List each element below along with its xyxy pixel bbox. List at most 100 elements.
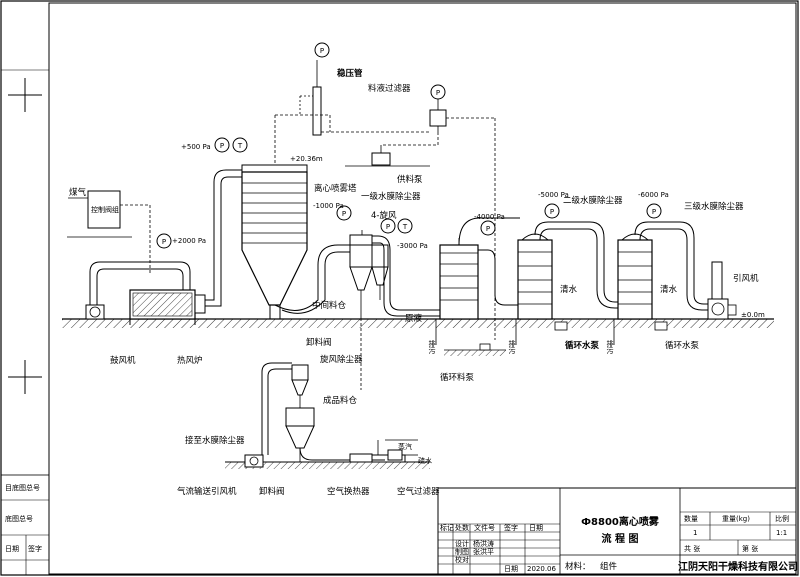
instrument-p-furnace: P bbox=[156, 233, 172, 249]
design-label: 设计 bbox=[455, 539, 469, 548]
cyclone-4 bbox=[349, 230, 389, 318]
pneumatic-fan bbox=[244, 454, 264, 468]
instrument-p-tower-outlet: P bbox=[336, 205, 352, 221]
svg-text:P: P bbox=[162, 238, 166, 246]
air-filter-label: 空气过滤器 bbox=[397, 486, 440, 497]
svg-text:T: T bbox=[402, 223, 408, 231]
strip-label-3: 日期 bbox=[5, 545, 19, 553]
cyclone-dust-label: 旋风除尘器 bbox=[320, 354, 363, 365]
cyclone-outlet-duct bbox=[372, 235, 440, 317]
sheets-total: 共 张 bbox=[684, 544, 700, 553]
col-mark: 标记 bbox=[440, 523, 454, 532]
title-block bbox=[437, 487, 797, 575]
hot-air-duct bbox=[89, 169, 242, 310]
instrument-p-tower-inlet: P bbox=[214, 137, 230, 153]
secondary-scrubber bbox=[517, 233, 553, 320]
svg-text:P: P bbox=[486, 225, 490, 233]
weight-label: 重量(kg) bbox=[722, 515, 750, 523]
cyclone4-label: 4-旋风 bbox=[371, 210, 397, 221]
air-heat-exchanger bbox=[349, 453, 373, 463]
material-label: 材料： bbox=[565, 561, 591, 572]
value-m6000: -6000 Pa bbox=[638, 191, 669, 199]
product-bin-label: 成品料仓 bbox=[323, 395, 358, 406]
svg-text:P: P bbox=[652, 208, 656, 216]
svg-text:P: P bbox=[342, 210, 346, 218]
instrument-p-scrubber2: P bbox=[544, 203, 560, 219]
col-date: 日期 bbox=[529, 524, 543, 532]
value-2000: +2000 Pa bbox=[172, 237, 206, 245]
strip-label-1: 目底图总号 bbox=[5, 483, 40, 492]
value-m4000: -4000 Pa bbox=[474, 213, 505, 221]
drain-labels: 排污 排污 排污 bbox=[428, 339, 614, 355]
svg-text:P: P bbox=[220, 142, 224, 150]
designer-name: 杨洪涛 bbox=[473, 539, 494, 548]
air-heat-exchanger-label: 空气换热器 bbox=[327, 486, 370, 497]
svg-text:T: T bbox=[237, 142, 243, 150]
clear-water-1-label: 清水 bbox=[560, 284, 578, 295]
clear-water-2-label: 清水 bbox=[660, 284, 678, 295]
furnace-label: 热风炉 bbox=[177, 355, 203, 366]
circ-pump-1-label: 循环料泵 bbox=[440, 372, 475, 383]
value-m3000: -3000 Pa bbox=[397, 242, 428, 250]
instrument-p-filter: P bbox=[430, 84, 446, 100]
svg-text:P: P bbox=[320, 47, 324, 55]
instrument-p-tower-top: P bbox=[314, 42, 330, 58]
induced-fan-label: 引风机 bbox=[733, 273, 759, 284]
tower-outlet-duct bbox=[274, 244, 352, 314]
svg-text:P: P bbox=[550, 208, 554, 216]
feed-pump bbox=[345, 145, 430, 167]
col-count: 处数 bbox=[455, 523, 469, 532]
labels: 稳压管 料液过滤器 供料泵 +500 Pa +20.36m 离心喷雾塔 -100… bbox=[110, 68, 765, 497]
blower-label: 鼓风机 bbox=[110, 355, 136, 366]
drawing-title-1: Ф8800离心喷雾 bbox=[581, 515, 660, 528]
qty-value: 1 bbox=[693, 529, 697, 537]
instrument-p-scrubber1: P bbox=[480, 220, 496, 236]
value-m5000: -5000 Pa bbox=[538, 191, 569, 199]
ground-line-lower bbox=[225, 349, 506, 469]
lower-cyclone bbox=[291, 364, 309, 408]
date-label: 日期 bbox=[504, 565, 518, 573]
control-valve-label: 控制阀组 bbox=[91, 205, 119, 214]
duct-3-fan bbox=[634, 221, 712, 311]
duct-2-3 bbox=[534, 221, 618, 309]
induced-fan bbox=[707, 261, 737, 320]
svg-text:P: P bbox=[436, 89, 440, 97]
scrubber2-label: 二级水膜除尘器 bbox=[563, 195, 623, 206]
title-block-text: Ф8800离心喷雾 流 程 图 材料： 组件 江阴天阳干燥科技有限公司 数量 重… bbox=[440, 514, 798, 573]
discharge-valve-1-label: 卸料阀 bbox=[306, 337, 332, 348]
hot-air-furnace bbox=[129, 289, 206, 325]
primary-scrubber bbox=[439, 238, 479, 320]
stabilizer-label: 稳压管 bbox=[337, 68, 363, 79]
svg-text:P: P bbox=[386, 223, 390, 231]
qty-label: 数量 bbox=[684, 514, 698, 523]
strip-label-4: 签字 bbox=[28, 544, 42, 553]
scrubber-pumps bbox=[435, 319, 668, 351]
circ-pump-2-label: 循环水泵 bbox=[565, 340, 600, 351]
product-bin bbox=[285, 407, 315, 462]
air-filter bbox=[385, 439, 418, 461]
check-label: 校对 bbox=[455, 555, 469, 564]
to-scrubber-label: 接至水膜除尘器 bbox=[185, 435, 245, 446]
duct-1-2 bbox=[458, 217, 520, 306]
instrument-p-scrubber3: P bbox=[646, 203, 662, 219]
col-doc: 文件号 bbox=[474, 523, 495, 532]
left-strip: 目底图总号 底图总号 日期 签字 bbox=[0, 474, 50, 576]
value-elev-top: +20.36m bbox=[290, 155, 323, 163]
steam-label: 蒸汽 bbox=[398, 442, 412, 451]
strip-label-2: 底图总号 bbox=[5, 514, 33, 523]
value-500: +500 Pa bbox=[181, 143, 211, 151]
spray-tower-label: 离心喷雾塔 bbox=[314, 183, 357, 194]
raw-liquid-label: 原液 bbox=[405, 313, 423, 324]
hydrophobic-label: 疏水 bbox=[418, 456, 432, 465]
sheet-no: 第 张 bbox=[742, 544, 758, 553]
drain-3-label: 排污 bbox=[606, 339, 614, 355]
registration-marks bbox=[8, 78, 42, 394]
pneumatic-fan-label: 气流输送引风机 bbox=[177, 486, 237, 497]
circ-pump-3-label: 循环水泵 bbox=[665, 340, 700, 351]
value-ground: ±0.0m bbox=[741, 311, 765, 319]
instrument-p-cyclone: P bbox=[380, 218, 396, 234]
stabilizer-tube bbox=[275, 60, 430, 136]
scrubber3-label: 三级水膜除尘器 bbox=[684, 201, 744, 212]
draw-label: 制图 bbox=[455, 547, 469, 556]
